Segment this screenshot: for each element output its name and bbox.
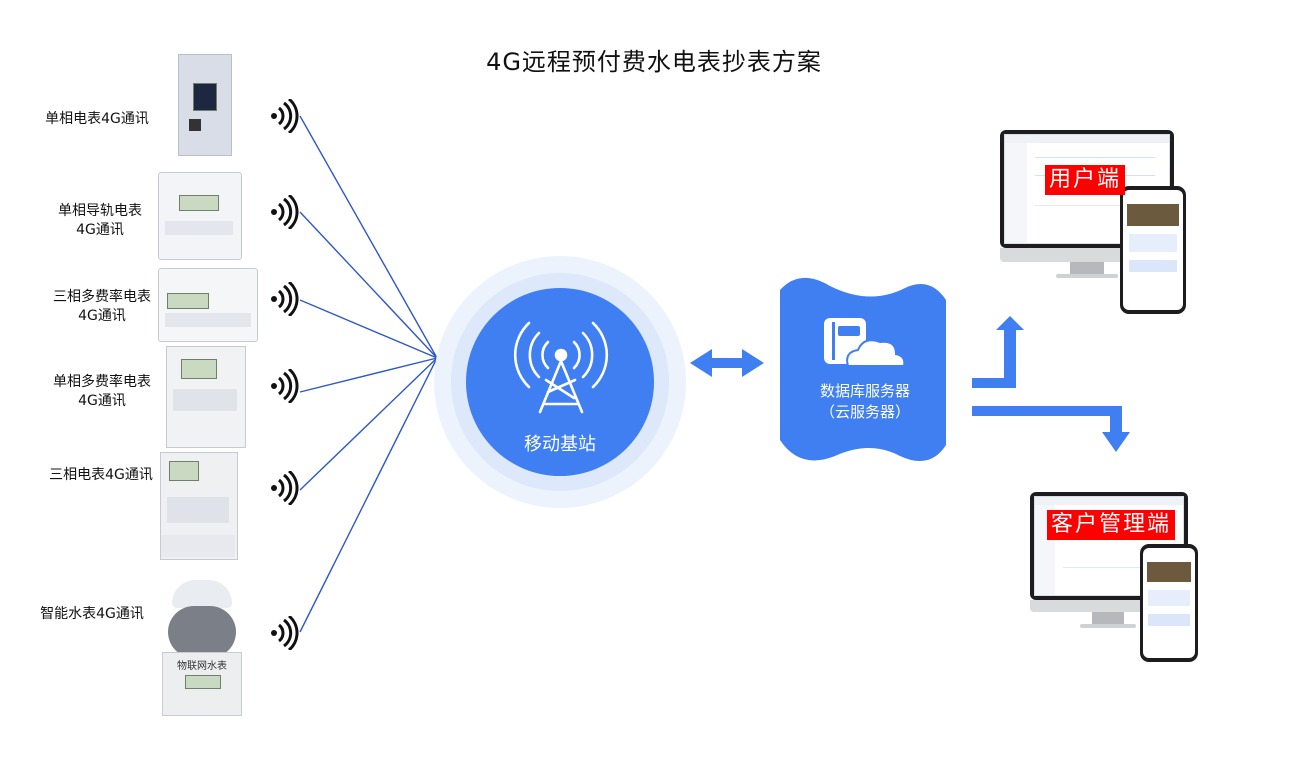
meter-three-phase-image bbox=[160, 452, 238, 560]
admin-phone-image bbox=[1140, 544, 1198, 662]
user-client-label: 用户端 bbox=[1045, 165, 1126, 195]
link-line-4 bbox=[299, 357, 438, 393]
server-label: 数据库服务器 bbox=[819, 382, 910, 400]
signal-icon bbox=[271, 369, 299, 403]
device-label-water-meter: 智能水表4G通讯 bbox=[40, 606, 144, 622]
admin-client-label: 客户管理端 bbox=[1047, 510, 1176, 540]
signal-icon bbox=[271, 616, 299, 650]
signal-icon bbox=[271, 195, 299, 229]
meter-single-phase-image bbox=[178, 54, 232, 156]
link-line-6 bbox=[299, 357, 438, 633]
link-line-2 bbox=[299, 211, 438, 359]
water-meter-plate-text: 物联网水表 bbox=[177, 661, 227, 672]
arrow-to-admin bbox=[972, 406, 1130, 452]
meter-rail-image bbox=[158, 172, 242, 260]
meter-multi-rate-image bbox=[166, 346, 246, 448]
base-station-circle bbox=[466, 288, 654, 476]
server-shape bbox=[780, 277, 946, 462]
base-station-label: 移动基站 bbox=[524, 434, 596, 455]
page-title: 4G远程预付费水电表抄表方案 bbox=[486, 48, 822, 76]
water-meter-image: 物联网水表 bbox=[162, 580, 242, 716]
double-arrow bbox=[690, 349, 764, 377]
signal-icon bbox=[271, 471, 299, 505]
device-label-single-phase: 单相电表4G通讯 bbox=[45, 111, 149, 127]
device-label-single-phase-rail: 单相导轨电表 4G通讯 bbox=[58, 203, 142, 238]
signal-icon bbox=[271, 282, 299, 316]
meter-three-phase-rail-image bbox=[158, 268, 258, 342]
signal-icon bbox=[271, 99, 299, 133]
server-sublabel: （云服务器） bbox=[819, 403, 910, 421]
device-label-single-phase-multi-rate: 单相多费率电表 4G通讯 bbox=[53, 374, 151, 409]
link-line-5 bbox=[299, 357, 438, 491]
link-line-3 bbox=[299, 299, 438, 359]
tower-icon bbox=[513, 321, 609, 414]
arrow-to-user bbox=[972, 316, 1024, 388]
link-line-1 bbox=[299, 115, 438, 359]
device-label-three-phase-multi-rate: 三相多费率电表 4G通讯 bbox=[53, 289, 151, 324]
device-label-three-phase: 三相电表4G通讯 bbox=[49, 467, 153, 483]
cloud-icon bbox=[846, 339, 906, 367]
user-phone-image bbox=[1120, 186, 1186, 314]
